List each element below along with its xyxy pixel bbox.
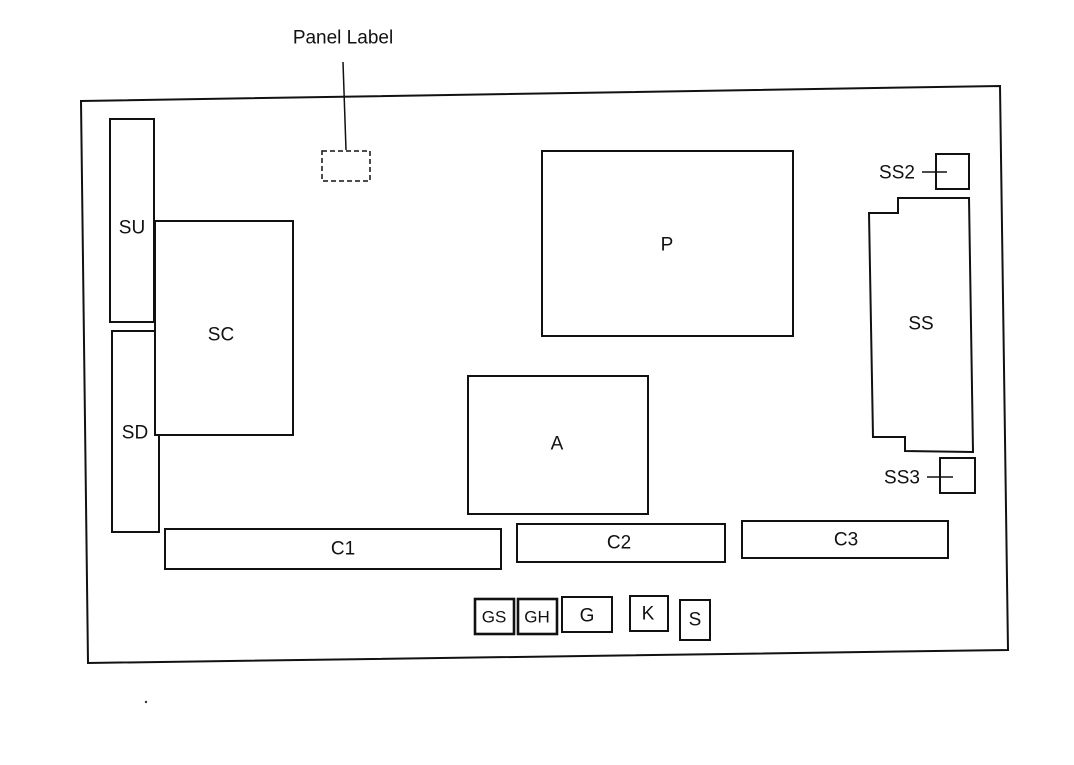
component-gs: [473, 597, 516, 636]
component-k: [629, 595, 669, 632]
component-sc: [154, 220, 294, 436]
component-c2-label: C2: [607, 533, 631, 554]
component-gh-label: GH: [524, 608, 550, 627]
component-c1-label: C1: [331, 539, 355, 560]
component-ss-label: SS: [908, 314, 933, 335]
component-sc-label: SC: [208, 325, 234, 346]
component-gs-label: GS: [482, 608, 507, 627]
component-a-label: A: [551, 434, 564, 455]
component-g-label: G: [580, 606, 595, 627]
component-su-label: SU: [119, 218, 145, 239]
component-sd: [111, 330, 160, 533]
panel-label-leader: [342, 61, 347, 151]
component-c1: [164, 528, 502, 570]
component-k-label: K: [642, 604, 655, 625]
panel-label-text: Panel Label: [293, 28, 393, 49]
component-gh: [516, 597, 559, 636]
component-c2: [516, 523, 726, 563]
component-c3: [741, 520, 949, 559]
component-p-label: P: [661, 235, 674, 256]
component-ss3-label: SS3: [884, 468, 920, 489]
component-s-label: S: [689, 610, 702, 631]
component-c3-label: C3: [834, 530, 858, 551]
component-ss2: [935, 153, 970, 190]
component-ss2-label: SS2: [879, 163, 915, 184]
panel-label-area: [321, 150, 371, 182]
scan-speck: [144, 700, 148, 704]
board-outline: [79, 84, 1010, 665]
component-g: [561, 596, 613, 633]
component-ss: [867, 197, 975, 454]
component-a: [467, 375, 649, 515]
component-s: [679, 599, 711, 641]
component-sd-label: SD: [122, 423, 148, 444]
component-p: [541, 150, 794, 337]
component-ss3: [939, 457, 976, 494]
